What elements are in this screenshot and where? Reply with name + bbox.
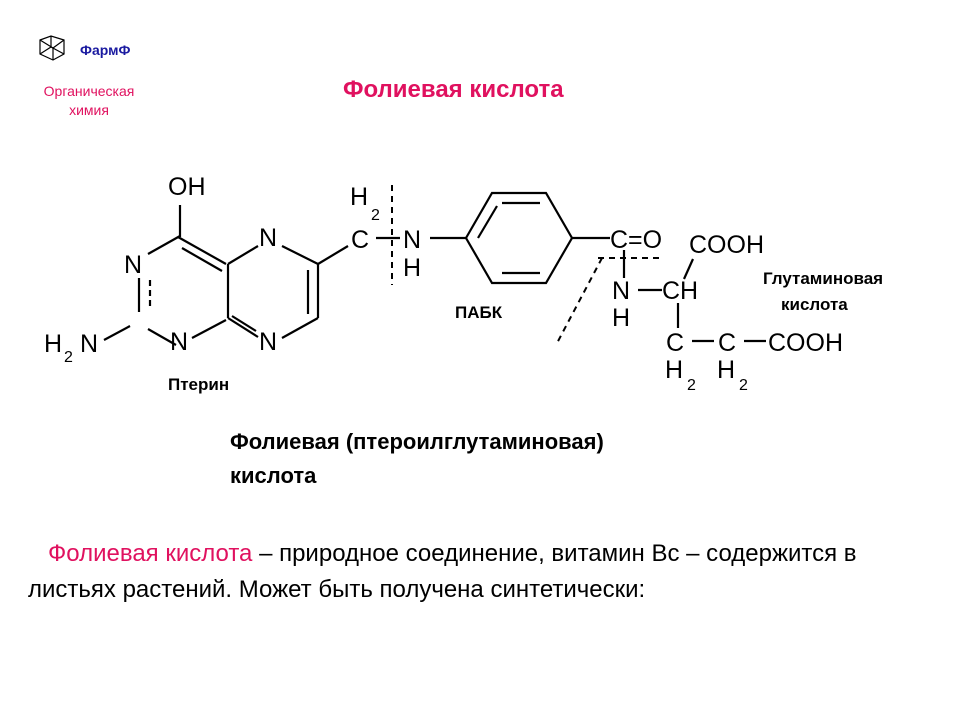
label-glutamic-line2: кислота <box>781 295 848 314</box>
label-glutamic-line1: Глутаминовая <box>763 269 883 288</box>
description-text: – природное соединение, витамин Вс – сод… <box>28 540 857 603</box>
atom-n-top: N <box>259 224 277 252</box>
atom-oh: OH <box>168 173 206 201</box>
atom-ch: CH <box>662 277 698 305</box>
atom-cooh-bottom: COOH <box>768 329 843 357</box>
atom-ch2-h: H <box>350 183 368 211</box>
atom-h2n-subscript: 2 <box>64 349 73 366</box>
logo-subtitle-line1: Органическая <box>43 83 135 99</box>
atom-cooh-top: COOH <box>689 231 764 259</box>
atom-amide-n: N <box>612 277 630 305</box>
atom-h2-1-h: H <box>665 356 683 384</box>
atom-carbonyl: C=O <box>610 226 662 254</box>
atom-nh-h: H <box>403 254 421 282</box>
compound-name-line1: Фолиевая (птероилглутаминовая) <box>230 429 604 454</box>
atom-ch2-subscript: 2 <box>371 207 380 224</box>
atom-c2: C <box>718 329 736 357</box>
atom-ch2-c: C <box>351 226 369 254</box>
atom-h2n-n: N <box>80 330 98 358</box>
atom-n-bottom-right: N <box>259 328 277 356</box>
atom-h2n-h: H <box>44 330 62 358</box>
atom-n-left: N <box>124 251 142 279</box>
compound-name-line2: кислота <box>230 463 317 488</box>
atom-h2-2-h: H <box>717 356 735 384</box>
logo-name: ФармФ <box>80 42 131 58</box>
atom-nh-n: N <box>403 226 421 254</box>
page-title: Фолиевая кислота <box>343 76 564 103</box>
label-pabk: ПАБК <box>455 303 503 322</box>
atom-c1: C <box>666 329 684 357</box>
description-highlight: Фолиевая кислота <box>48 540 253 567</box>
adamantane-icon <box>39 35 65 61</box>
description-paragraph: Фолиевая кислота – природное соединение,… <box>28 536 938 608</box>
atom-amide-h: H <box>612 304 630 332</box>
logo-subtitle: Органическая химия <box>24 82 154 120</box>
atom-h2-2-subscript: 2 <box>739 377 748 394</box>
atom-n-bottom-left: N <box>170 328 188 356</box>
compound-name: Фолиевая (птероилглутаминовая) кислота <box>230 425 830 493</box>
atom-h2-1-subscript: 2 <box>687 377 696 394</box>
logo-subtitle-line2: химия <box>69 102 109 118</box>
label-pterin: Птерин <box>168 375 229 394</box>
folic-acid-structure: OH N N N N H N H C N H C=O N H COOH CH C… <box>44 173 883 394</box>
